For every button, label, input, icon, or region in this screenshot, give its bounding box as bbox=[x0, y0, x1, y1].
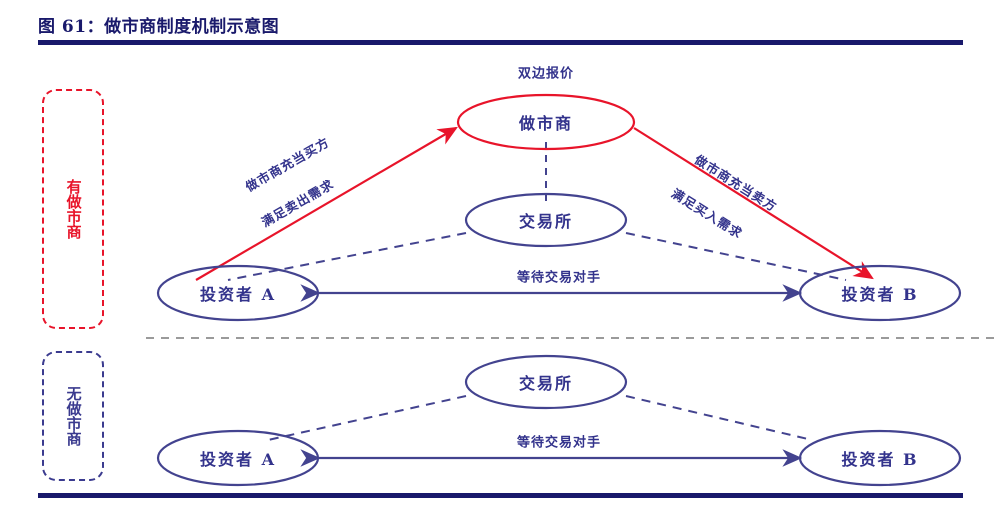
page-title: 图 61：做市商制度机制示意图 bbox=[38, 17, 280, 37]
legend-without-market-maker: 无做市商 bbox=[42, 351, 104, 481]
label-investor-b-top: 投资者 B bbox=[841, 285, 919, 304]
node-investor-a-bottom[interactable] bbox=[156, 429, 320, 487]
edge-marketmaker-to-investorB bbox=[633, 127, 874, 280]
edge-exchange-investorB-top bbox=[625, 232, 847, 281]
label-investor-a-bottom: 投资者 A bbox=[200, 450, 276, 469]
node-investor-a-top[interactable] bbox=[156, 264, 320, 322]
edge-investorA-to-marketmaker bbox=[195, 126, 458, 281]
legend-without-market-maker-label: 无做市商 bbox=[64, 386, 83, 446]
edge-exchange-investorA-top bbox=[227, 232, 467, 281]
label-exchange-top: 交易所 bbox=[518, 212, 574, 231]
node-exchange-top[interactable] bbox=[464, 192, 628, 248]
label-wait-counterparty-bottom: 等待交易对手 bbox=[516, 435, 602, 451]
label-investor-a-top: 投资者 A bbox=[200, 285, 276, 304]
label-exchange-bottom: 交易所 bbox=[518, 374, 574, 393]
node-investor-b-top[interactable] bbox=[798, 264, 962, 322]
label-wait-counterparty-top: 等待交易对手 bbox=[516, 270, 602, 286]
diagram-svg bbox=[146, 93, 1000, 487]
legend-with-market-maker: 有做市商 bbox=[42, 89, 104, 329]
title-rule-top bbox=[38, 40, 963, 45]
footer-rule-bottom bbox=[38, 493, 963, 498]
label-market-maker: 做市商 bbox=[518, 114, 574, 133]
diagram-canvas: 双边报价 做市商 交易所 投资者 A 投资者 B 做市商充当买方 满足卖出需求 … bbox=[0, 48, 1001, 490]
edge-exchange-investorA-bottom bbox=[267, 395, 467, 441]
label-investor-b-bottom: 投资者 B bbox=[841, 450, 919, 469]
edge-exchange-investorB-bottom bbox=[625, 395, 813, 441]
node-investor-b-bottom[interactable] bbox=[798, 429, 962, 487]
node-market-maker[interactable] bbox=[456, 93, 636, 151]
legend-with-market-maker-label: 有做市商 bbox=[64, 179, 83, 239]
node-exchange-bottom[interactable] bbox=[464, 354, 628, 410]
label-bilateral-quote: 双边报价 bbox=[517, 66, 575, 82]
